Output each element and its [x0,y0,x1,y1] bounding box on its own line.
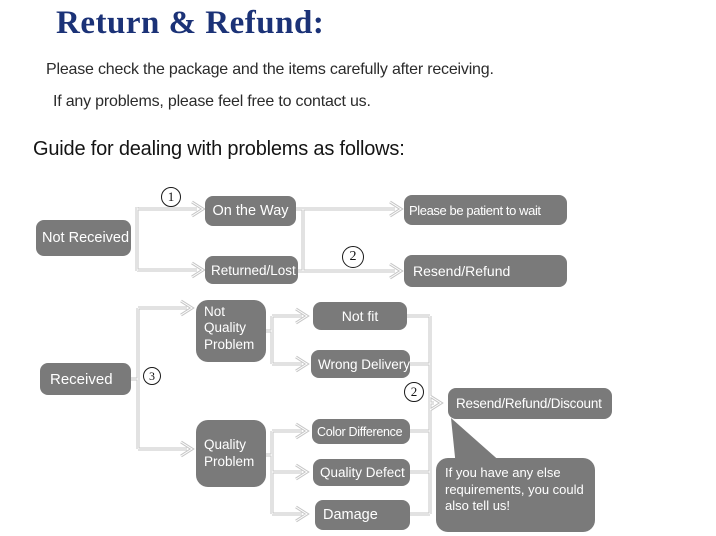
intro-line-1: Please check the package and the items c… [46,61,494,78]
node-quality-problem: Quality Problem [196,420,266,487]
node-resend-refund: Resend/Refund [404,255,567,287]
node-quality-defect: Quality Defect [313,459,410,486]
node-wrong-delivery: Wrong Delivery [311,350,410,378]
node-received: Received [40,363,131,395]
node-damage: Damage [315,500,410,530]
node-not-quality-problem: Not Quality Problem [196,300,266,362]
intro-line-2: If any problems, please feel free to con… [53,93,371,110]
step-badge-3: 3 [143,367,161,385]
node-resend-refund-discount: Resend/Refund/Discount [448,388,612,419]
node-please-be-patient: Please be patient to wait [404,195,567,225]
node-returned-lost: Returned/Lost [205,256,298,284]
node-on-the-way: On the Way [205,196,296,226]
speech-bubble-tail [451,418,503,467]
step-badge-1: 1 [161,187,181,207]
step-badge-2-top: 2 [342,246,364,268]
speech-bubble-note: If you have any else requirements, you c… [436,458,595,532]
page-title: Return & Refund: [56,5,325,41]
node-not-received: Not Received [36,220,131,256]
node-not-fit: Not fit [313,302,407,330]
step-badge-2-bottom: 2 [404,382,424,402]
node-color-difference: Color Difference [312,419,410,444]
guide-heading: Guide for dealing with problems as follo… [33,138,405,160]
